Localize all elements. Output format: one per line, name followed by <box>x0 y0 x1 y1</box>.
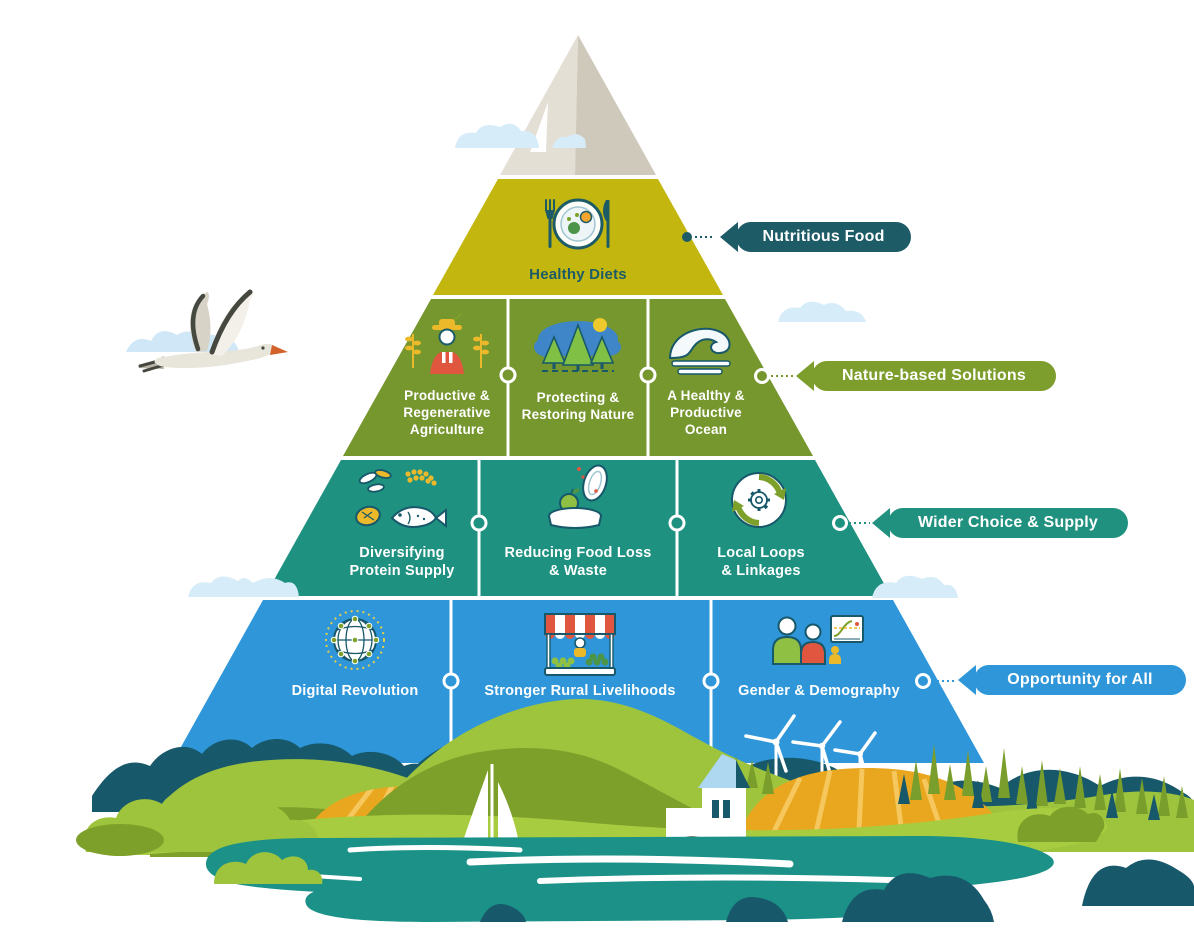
cloud-icon <box>872 575 958 598</box>
market-stall-icon <box>544 613 616 676</box>
pill-label: Opportunity for All <box>1007 671 1153 688</box>
wind-turbines <box>744 714 877 802</box>
conifer-trees <box>730 744 1188 820</box>
cell-label-diversifying-protein-supply: Diversifying Protein Supply <box>349 545 455 580</box>
pill-label: Nutritious Food <box>762 228 885 245</box>
ocean-wave-icon <box>668 327 731 375</box>
cell-label-digital-revolution: Digital Revolution <box>291 683 419 699</box>
mountain-peak <box>500 35 656 175</box>
globe-network-icon <box>325 610 385 670</box>
cell-label-productive-regenerative-agriculture: Productive & Regenerative Agriculture <box>403 388 491 437</box>
pill-label: Nature-based Solutions <box>842 367 1026 384</box>
cell-label-reducing-food-loss-waste: Reducing Food Loss & Waste <box>504 545 652 580</box>
bush <box>214 852 323 884</box>
cell-label-gender-demography: Gender & Demography <box>738 683 900 699</box>
pill-connectors <box>682 232 956 689</box>
cloud-icon <box>552 133 586 148</box>
protein-foods-icon <box>355 469 447 529</box>
cloud-icon <box>455 123 539 148</box>
lake <box>206 836 1054 922</box>
cell-label-stronger-rural-livelihoods: Stronger Rural Livelihoods <box>484 683 676 699</box>
farmer-crops-icon <box>405 313 489 374</box>
cloud-icon <box>126 331 239 352</box>
pill-nature-based-solutions: Nature-based Solutions <box>812 361 1056 391</box>
clouds <box>188 123 958 598</box>
pill-wider-choice-supply: Wider Choice & Supply <box>888 508 1128 538</box>
pill-nutritious-food: Nutritious Food <box>736 222 911 252</box>
bushes <box>76 790 1105 856</box>
cell-label-healthy-diets: Healthy Diets <box>529 266 627 283</box>
people-chart-icon <box>772 615 864 665</box>
wind-turbine-icon <box>744 714 796 794</box>
cell-label-local-loops-linkages: Local Loops & Linkages <box>717 545 805 580</box>
cloud-icon <box>188 576 299 597</box>
flying-crane-icon <box>126 289 288 373</box>
circular-arrows-gear-icon <box>731 472 787 528</box>
forest-icon <box>534 318 621 372</box>
cloud-icon <box>778 301 866 322</box>
divider-junction-dots <box>442 366 720 690</box>
food-waste-bin-icon <box>548 464 608 529</box>
pill-label: Wider Choice & Supply <box>917 514 1099 531</box>
cell-label-healthy-productive-ocean: A Healthy & Productive Ocean <box>667 388 745 437</box>
rocks <box>480 859 1194 922</box>
landscape <box>76 699 1194 922</box>
pill-opportunity-for-all: Opportunity for All <box>974 665 1186 695</box>
plate-cutlery-icon <box>545 198 610 250</box>
cell-label-protecting-restoring-nature: Protecting & Restoring Nature <box>521 390 635 422</box>
